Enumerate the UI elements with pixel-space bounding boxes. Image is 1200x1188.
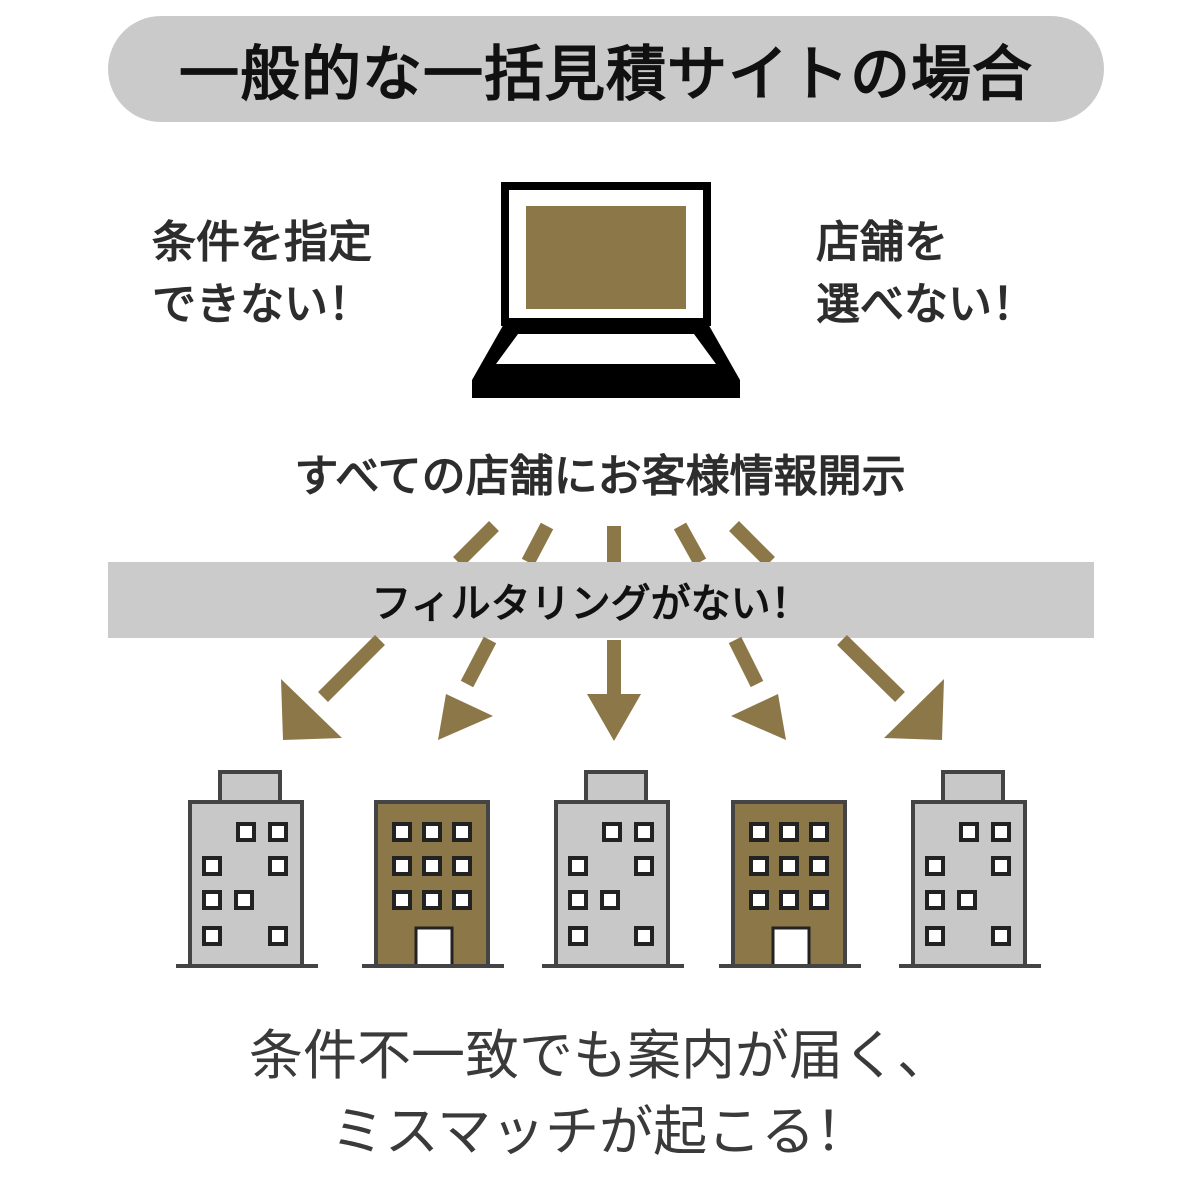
arrow-1-lower — [318, 635, 385, 702]
bottom-note-line2: ミスマッチが起こる！ — [330, 1100, 870, 1163]
right-note: 店舗を 選べない！ — [816, 212, 1036, 336]
arrow-5-head — [884, 679, 944, 740]
right-note-line2: 選べない！ — [816, 279, 1036, 330]
arrow-4-lower — [728, 636, 764, 688]
arrow-1-head — [281, 679, 342, 740]
left-note-line1: 条件を指定 — [152, 217, 372, 268]
arrow-1-upper — [453, 521, 499, 567]
filter-note: フィルタリングがない！ — [371, 581, 811, 627]
arrow-3-head — [587, 694, 641, 741]
filter-band: フィルタリングがない！ — [108, 562, 1094, 638]
left-note: 条件を指定 できない！ — [152, 212, 372, 336]
left-note-line2: できない！ — [152, 279, 372, 330]
center-note: すべての店舗にお客様情報開示 — [294, 451, 906, 502]
arrow-2-lower — [460, 636, 497, 688]
building-1-gray-icon — [174, 770, 320, 968]
building-3-gray-icon — [540, 770, 686, 968]
bottom-note: 条件不一致でも案内が届く、 ミスマッチが起こる！ — [0, 1018, 1200, 1170]
bottom-note-line1: 条件不一致でも案内が届く、 — [249, 1024, 951, 1087]
right-note-line1: 店舗を — [816, 217, 948, 268]
arrow-5-upper — [729, 521, 775, 567]
page-title: 一般的な一括見積サイトの場合 — [179, 39, 1033, 110]
building-5-gray-icon — [897, 770, 1043, 968]
arrow-4-head — [731, 694, 786, 740]
arrow-2-head — [438, 694, 493, 740]
arrow-2-upper — [521, 522, 554, 566]
arrow-4-upper — [673, 522, 707, 566]
arrow-5-lower — [837, 635, 905, 702]
title-banner: 一般的な一括見積サイトの場合 — [108, 16, 1104, 122]
building-4-brown-icon — [717, 800, 863, 968]
building-2-brown-icon — [360, 800, 506, 968]
